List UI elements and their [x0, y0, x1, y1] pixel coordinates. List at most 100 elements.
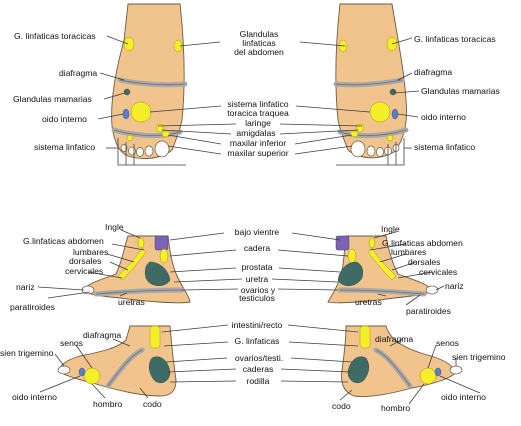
label-hombro-right: hombro — [381, 403, 410, 413]
label-uretras-right: uretras — [355, 297, 382, 307]
sole-labels: G. linfaticas toracicas G. linfaticas to… — [13, 29, 500, 158]
label-ingle-right: Ingle — [381, 224, 400, 234]
label-nariz-left: nariz — [16, 282, 35, 292]
intestino-spot-left — [149, 325, 161, 349]
toe-right-1 — [350, 140, 366, 158]
label-paratiroides-left: paratiroides — [10, 302, 55, 312]
label-uretras-left: uretras — [118, 297, 145, 307]
left-sole-foot — [111, 3, 188, 159]
label-g-linfaticas-abdomen-left: G.linfaticas abdomen — [23, 236, 104, 246]
toe-left-3 — [136, 147, 144, 157]
label-prostata: prostata — [241, 262, 272, 272]
toe-outer-right — [449, 365, 463, 375]
mammary-spot-right — [389, 88, 397, 96]
tonsil-spot-left — [156, 123, 164, 133]
label-sistema-linfatico-left: sistema linfatico — [34, 142, 95, 152]
label-g-linfaticas-toracicas-left: G. linfaticas toracicas — [14, 31, 96, 41]
toe-left-4 — [128, 146, 136, 156]
outer-labels: intestini/recto diafragma diafragma seno… — [0, 320, 506, 413]
inner-leader-lines — [37, 229, 445, 306]
label-diafragma-outer-left: diafragma — [83, 330, 121, 340]
right-sole-foot — [333, 3, 409, 159]
label-g-linfaticas-abdomen-right: G.linfaticas abdomen — [382, 238, 463, 248]
lymph-toes-spot-left — [126, 134, 134, 142]
label-abdomen-1: Glandulas — [240, 29, 279, 39]
trachea-spot-right — [369, 101, 391, 123]
label-g-linfaticas-toracicas-right: G. linfaticas toracicas — [414, 34, 496, 44]
mammary-spot-left — [123, 88, 131, 96]
label-oido-interno-outer-left: oido interno — [12, 392, 57, 402]
shoulder-spot-right — [419, 367, 437, 385]
label-amigdalas: amigdalas — [236, 128, 275, 138]
toe-left-1 — [154, 140, 170, 158]
ingle-spot-right — [368, 237, 376, 249]
left-inner-foot — [81, 235, 191, 304]
sole-leader-lines — [97, 35, 420, 166]
label-oido-interno-right: oido interno — [421, 112, 466, 122]
right-inner-foot — [327, 235, 439, 304]
label-hombro-left: hombro — [93, 399, 122, 409]
label-sien-trigemino-left: sien trigemino — [0, 348, 54, 358]
label-cervicales-left: cervicales — [65, 266, 103, 276]
label-caderas: caderas — [243, 364, 274, 374]
ovarios-spot-right — [347, 356, 369, 383]
lumbar-spine-left — [117, 247, 147, 281]
toe-outer-left — [57, 365, 71, 375]
label-lumbares-left: lumbares — [73, 247, 108, 257]
label-paratiroides-right: paratiroides — [406, 306, 451, 316]
label-cervicales-right: cervicales — [419, 267, 457, 277]
label-maxilar-superior: maxilar superior — [227, 148, 288, 158]
label-sistema-linfatico-center-2: toracica traquea — [227, 108, 289, 118]
inner-labels: Ingle Ingle bajo vientre G.linfaticas ab… — [10, 222, 464, 316]
label-ovarios-2: testiculos — [239, 293, 275, 303]
label-bajo-vientre: bajo vientre — [235, 227, 280, 237]
label-glandulas-mamarias-right: Glandulas mamarias — [421, 86, 500, 96]
label-dorsales-right: dorsales — [408, 257, 440, 267]
label-abdomen-3: del abdomen — [234, 47, 284, 57]
ingle-spot-left — [137, 237, 145, 249]
label-nariz-right: nariz — [445, 281, 464, 291]
shoulder-spot-left — [83, 367, 101, 385]
right-outer-foot — [341, 325, 463, 397]
jaw-spot-right — [349, 130, 359, 138]
label-uretra: uretra — [246, 274, 269, 284]
label-sistema-linfatico-right: sistema linfatico — [414, 142, 475, 152]
toe-right-2 — [366, 145, 376, 157]
toe-right-3 — [376, 147, 384, 157]
toe-left-2 — [144, 145, 154, 157]
cadera-spot-right — [347, 248, 357, 264]
lumbar-spine-right — [367, 247, 397, 281]
label-senos-left: senos — [60, 338, 83, 348]
label-diafragma-outer-right: diafragma — [375, 334, 413, 344]
label-sistema-linfatico-center-1: sistema linfatico — [227, 99, 288, 109]
bajo-vientre-spot-left — [154, 235, 169, 251]
label-sien-trigemino-right: sien trigemino — [452, 352, 506, 362]
prostata-spot-left — [144, 261, 171, 286]
label-intestino-recto: intestini/recto — [232, 320, 283, 330]
intestino-spot-right — [359, 325, 371, 349]
label-laringe: laringe — [245, 118, 271, 128]
outer-leader-lines — [39, 324, 481, 405]
toe-left-5 — [120, 144, 128, 152]
label-cadera: cadera — [244, 243, 270, 253]
ear-spot-left — [78, 367, 86, 377]
label-dorsales-left: dorsales — [69, 256, 101, 266]
ear-spot-right — [434, 367, 442, 377]
label-diafragma-right: diafragma — [414, 67, 452, 77]
label-codo-right: codo — [332, 401, 351, 411]
label-glandulas-mamarias-left: Glandulas mamarias — [13, 94, 92, 104]
tonsil-spot-right — [356, 123, 364, 133]
toracic-lymph-spot-left — [123, 36, 135, 52]
inner-ear-spot-right — [391, 108, 399, 120]
inner-ear-spot-left — [122, 108, 130, 120]
lymph-toes-spot-right — [386, 134, 394, 142]
label-rodilla: rodilla — [247, 376, 270, 386]
label-maxilar-inferior: maxilar inferior — [230, 138, 286, 148]
label-oido-interno-left: oido interno — [42, 114, 87, 124]
label-senos-right: senos — [436, 338, 459, 348]
big-toe-inner-right — [425, 285, 439, 295]
trachea-spot-left — [130, 101, 152, 123]
label-ingle-left: Ingle — [105, 222, 124, 232]
label-lumbares-right: lumbares — [391, 247, 426, 257]
